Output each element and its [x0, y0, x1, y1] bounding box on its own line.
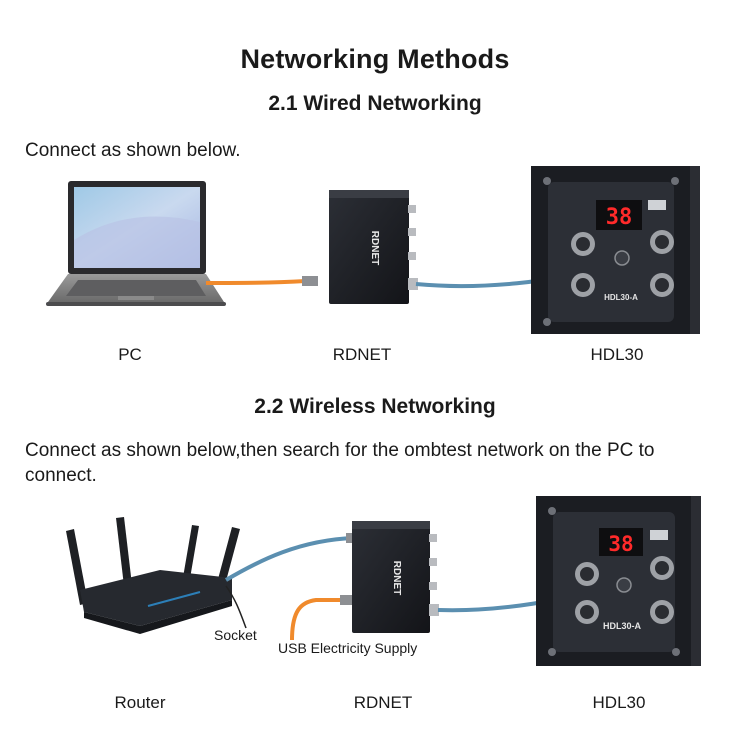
usb-supply-label: USB Electricity Supply: [278, 640, 418, 656]
rdnet-label-wireless: RDNET: [353, 693, 413, 712]
socket-pointer-line: [225, 585, 247, 629]
wireless-heading: 2.2 Wireless Networking: [254, 395, 496, 418]
wireless-instruction-line1: Connect as shown below,then search for t…: [25, 440, 655, 461]
rdnet-device-wired: RDNET: [329, 190, 418, 304]
hdl30-label-wired: HDL30: [590, 345, 644, 364]
hdl30-panel-wireless: 38 HDL30-A: [536, 496, 701, 666]
blue-cable-router: [224, 536, 355, 582]
laptop-pc: [46, 181, 226, 306]
wired-heading: 2.1 Wired Networking: [268, 92, 482, 115]
page-title: Networking Methods: [240, 44, 510, 74]
wired-instruction: Connect as shown below.: [25, 140, 241, 161]
router-device: [66, 517, 240, 634]
orange-usb-cable: [290, 598, 348, 641]
hdl-display-wired: 38: [606, 205, 633, 230]
router-label: Router: [114, 693, 166, 712]
rdnet-device-wireless: RDNET: [352, 521, 439, 633]
pc-label: PC: [118, 345, 142, 364]
wireless-instruction-line2: connect.: [25, 465, 97, 486]
rdnet-label-wired: RDNET: [332, 345, 392, 364]
hdl-model-text-wireless: HDL30-A: [603, 621, 642, 631]
socket-label: Socket: [214, 627, 257, 643]
hdl30-label-wireless: HDL30: [592, 693, 646, 712]
rdnet-box-text-wired: RDNET: [369, 231, 380, 265]
hdl30-panel-wired: 38 HDL30-A: [531, 166, 700, 334]
rdnet-box-text-wireless: RDNET: [391, 561, 402, 595]
hdl-display-wireless: 38: [608, 532, 633, 556]
orange-cable-wired: [205, 279, 307, 285]
hdl-model-text-wired: HDL30-A: [604, 293, 638, 302]
